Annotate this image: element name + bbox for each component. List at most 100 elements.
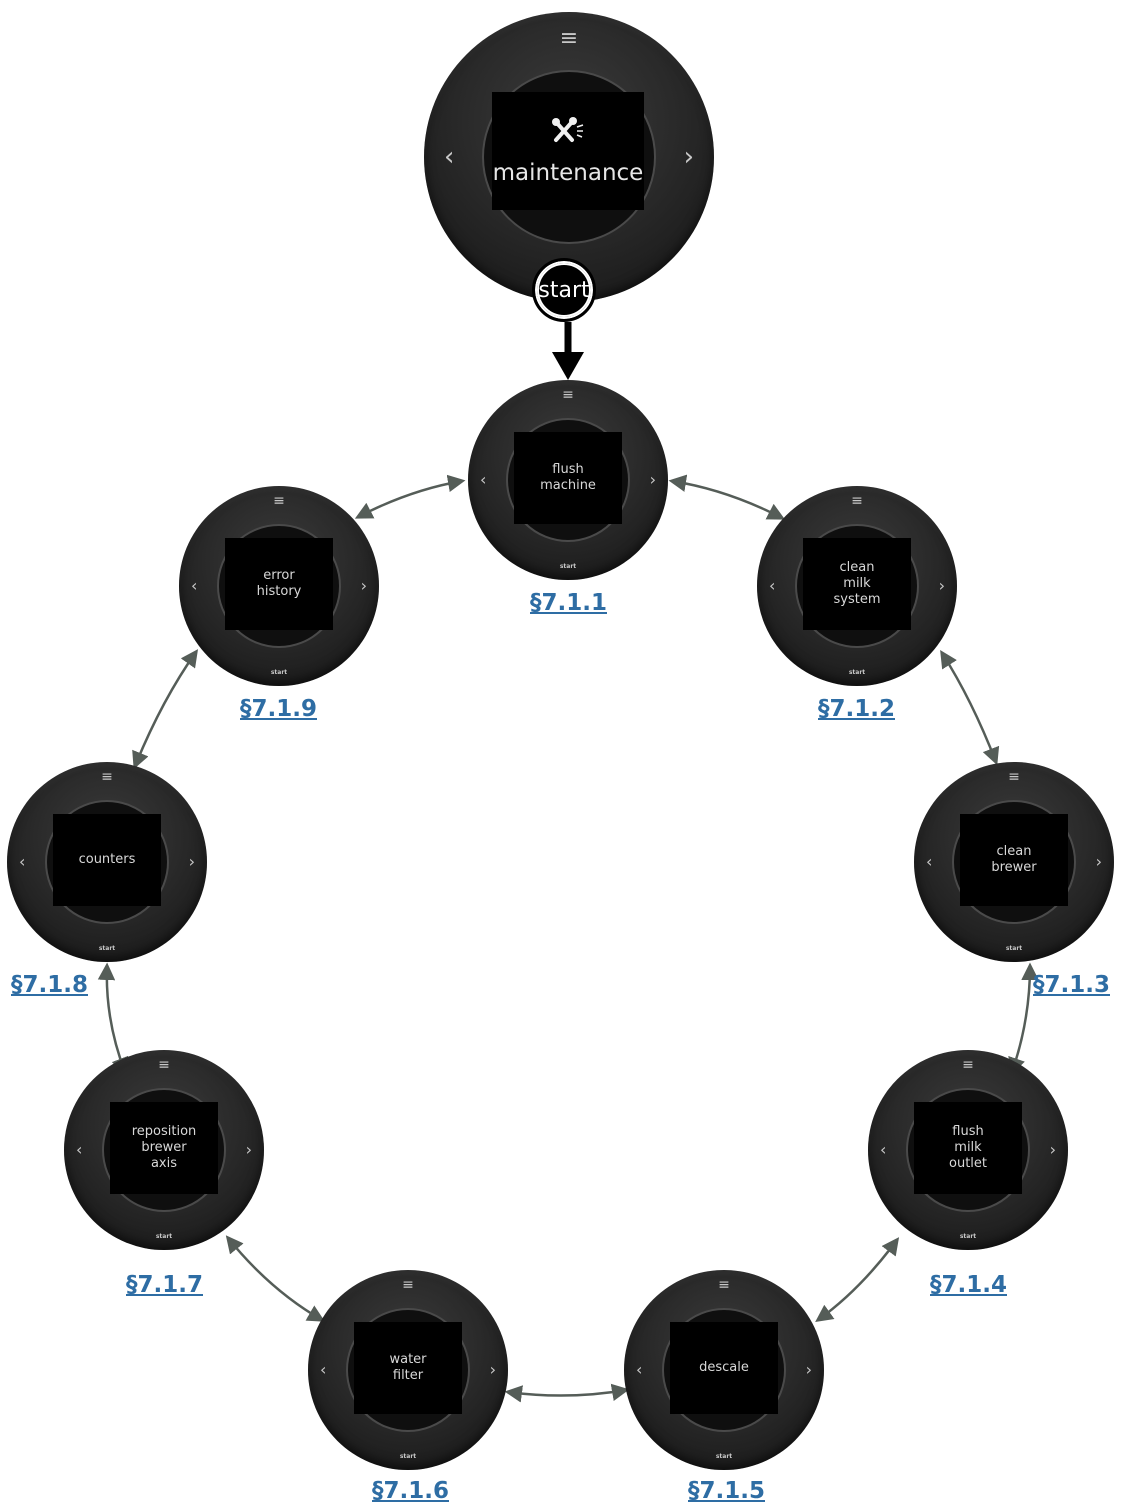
screen-label-line: flush <box>552 461 584 477</box>
connector-9-1 <box>354 474 466 519</box>
start-label[interactable]: start <box>848 669 866 676</box>
screen-label-line: milk <box>954 1139 982 1155</box>
screen-label-line: axis <box>150 1156 178 1172</box>
menu-icon[interactable]: ≡ <box>273 493 285 509</box>
chevron-left-icon[interactable]: ‹ <box>76 1140 83 1159</box>
menu-dial-counters: ≡ counters ‹ › start <box>7 762 207 962</box>
menu-icon[interactable]: ≡ <box>851 493 863 509</box>
start-flow-arrowhead <box>552 352 584 380</box>
section-link[interactable]: §7.1.5 <box>688 1478 765 1504</box>
chevron-left-icon[interactable]: ‹ <box>444 142 455 172</box>
screen-label-line: counters <box>78 851 136 867</box>
screen-label-line: system <box>833 592 881 608</box>
menu-icon[interactable]: ≡ <box>962 1057 974 1073</box>
screen-label-line: clean <box>839 559 875 575</box>
connector-5-6 <box>504 1383 630 1403</box>
screen-label-line: outlet <box>949 1156 987 1172</box>
section-link[interactable]: §7.1.6 <box>372 1478 449 1504</box>
maintenance-label: maintenance <box>492 159 644 186</box>
start-label[interactable]: start <box>270 669 288 676</box>
start-label[interactable]: start <box>1005 945 1023 952</box>
connector-6-7 <box>225 1235 326 1322</box>
chevron-left-icon[interactable]: ‹ <box>19 852 26 871</box>
start-label[interactable]: start <box>559 563 577 570</box>
screen-label-line: machine <box>540 478 596 493</box>
maintenance-screen: maintenance <box>492 92 644 210</box>
start-button[interactable]: start <box>532 258 596 322</box>
screen-label-line: reposition <box>131 1123 197 1139</box>
chevron-left-icon[interactable]: ‹ <box>191 576 198 595</box>
screen-label-line: milk <box>843 575 871 591</box>
screen-label-line: filter <box>392 1368 424 1383</box>
screen-label-line: flush <box>952 1123 984 1139</box>
start-label[interactable]: start <box>959 1233 977 1240</box>
chevron-right-icon[interactable]: › <box>683 142 694 172</box>
tools-icon <box>551 115 585 153</box>
section-link[interactable]: §7.1.3 <box>1033 972 1110 998</box>
start-label[interactable]: start <box>715 1453 733 1460</box>
screen-label-line: error <box>263 567 295 583</box>
chevron-left-icon[interactable]: ‹ <box>480 470 487 489</box>
chevron-right-icon[interactable]: › <box>489 1360 496 1379</box>
chevron-left-icon[interactable]: ‹ <box>880 1140 887 1159</box>
connector-7-8 <box>97 962 129 1076</box>
menu-icon[interactable]: ≡ <box>718 1277 730 1293</box>
start-label[interactable]: start <box>155 1233 173 1240</box>
chevron-right-icon[interactable]: › <box>649 470 656 489</box>
menu-icon[interactable]: ≡ <box>101 769 113 785</box>
menu-icon[interactable]: ≡ <box>402 1277 414 1293</box>
start-label[interactable]: start <box>98 945 116 952</box>
chevron-right-icon[interactable]: › <box>360 576 367 595</box>
menu-icon[interactable]: ≡ <box>562 387 574 403</box>
menu-icon[interactable]: ≡ <box>158 1057 170 1073</box>
connector-8-9 <box>132 649 199 770</box>
start-button-label: start <box>538 277 590 303</box>
connector-4-5 <box>815 1237 900 1323</box>
screen-label-line: clean <box>996 843 1032 859</box>
menu-icon[interactable]: ≡ <box>1008 769 1020 785</box>
section-link[interactable]: §7.1.9 <box>240 696 317 722</box>
chevron-left-icon[interactable]: ‹ <box>320 1360 327 1379</box>
screen-label-line: history <box>256 584 302 599</box>
screen-label-line: descale <box>699 1359 749 1375</box>
chevron-right-icon[interactable]: › <box>938 576 945 595</box>
chevron-right-icon[interactable]: › <box>245 1140 252 1159</box>
chevron-left-icon[interactable]: ‹ <box>769 576 776 595</box>
start-label[interactable]: start <box>399 1453 417 1460</box>
section-link[interactable]: §7.1.8 <box>11 972 88 998</box>
menu-icon[interactable]: ≡ <box>559 26 579 51</box>
section-link[interactable]: §7.1.7 <box>126 1272 203 1298</box>
screen-label-line: brewer <box>141 1139 187 1155</box>
section-link[interactable]: §7.1.4 <box>930 1272 1007 1298</box>
connector-2-3 <box>940 650 1000 766</box>
screen-counters: counters <box>53 814 161 906</box>
menu-dial-descale: ≡ descale ‹ › start <box>624 1270 824 1470</box>
chevron-left-icon[interactable]: ‹ <box>636 1360 643 1379</box>
screen-label-line: brewer <box>991 860 1037 875</box>
chevron-right-icon[interactable]: › <box>1095 852 1102 871</box>
section-link[interactable]: §7.1.2 <box>818 696 895 722</box>
chevron-right-icon[interactable]: › <box>805 1360 812 1379</box>
chevron-right-icon[interactable]: › <box>188 852 195 871</box>
screen-descale: descale <box>670 1322 778 1414</box>
connector-1-2 <box>668 474 786 520</box>
chevron-right-icon[interactable]: › <box>1049 1140 1056 1159</box>
maintenance-dial: ≡ maintenance ‹ › <box>424 12 714 302</box>
chevron-left-icon[interactable]: ‹ <box>926 852 933 871</box>
screen-label-line: water <box>389 1351 427 1367</box>
section-link[interactable]: §7.1.1 <box>530 590 607 616</box>
connector-3-4 <box>1008 962 1039 1076</box>
